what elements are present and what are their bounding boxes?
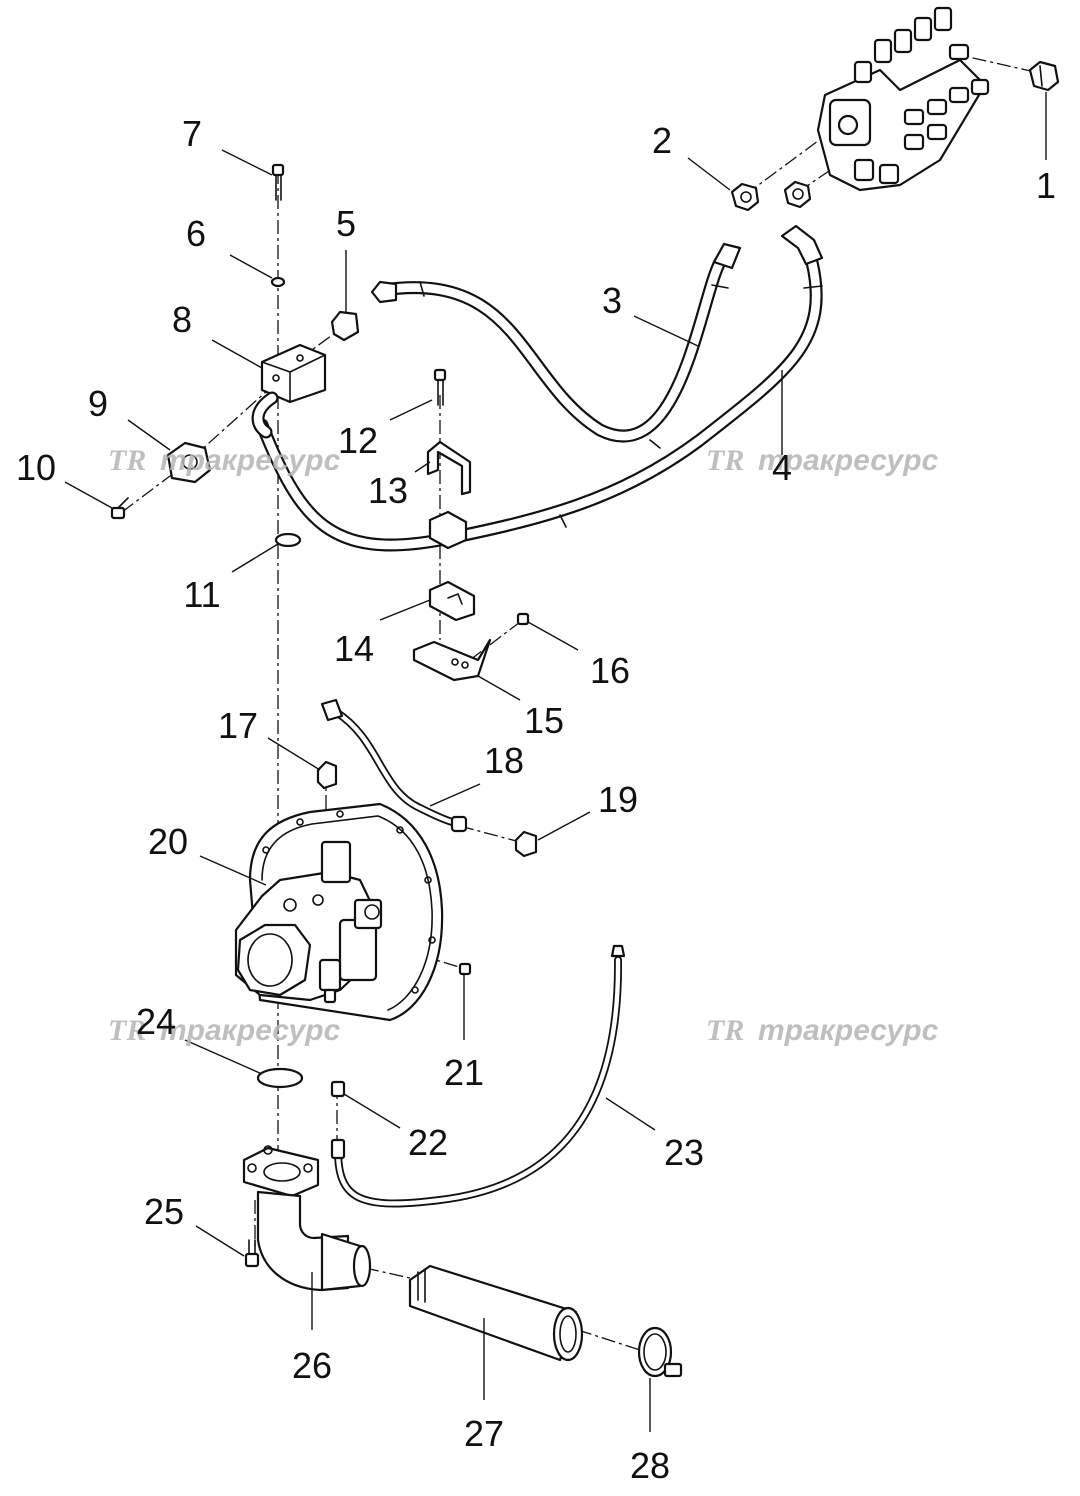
hose-18 <box>320 698 468 833</box>
fitting-2 <box>730 182 760 212</box>
callout-5: 5 <box>336 203 356 244</box>
svg-text:TR: TR <box>108 444 146 477</box>
svg-text:TR: TR <box>706 1014 744 1047</box>
screw-10 <box>110 497 129 520</box>
watermark-3: TR тракресурс <box>108 1014 341 1047</box>
callout-11: 11 <box>183 574 220 615</box>
callout-7: 7 <box>182 113 202 154</box>
fitting-22 <box>330 1080 346 1098</box>
callout-15: 15 <box>524 700 564 741</box>
watermark-2: TR тракресурс <box>706 444 939 477</box>
callout-19: 19 <box>598 779 638 820</box>
callout-25: 25 <box>144 1191 184 1232</box>
fitting-5 <box>330 310 360 342</box>
hose-3-end <box>712 242 742 270</box>
flange-9 <box>166 441 212 484</box>
hose-23 <box>330 944 626 1208</box>
svg-text:тракресурс: тракресурс <box>758 1014 939 1047</box>
bracket-13 <box>426 440 472 496</box>
watermark-4: TR тракресурс <box>706 1014 939 1047</box>
fitting-1 <box>1028 60 1060 92</box>
callout-20: 20 <box>148 821 188 862</box>
hose-4 <box>255 255 823 552</box>
screw-16 <box>516 612 530 626</box>
bolt-7 <box>271 163 285 201</box>
callout-22: 22 <box>408 1122 448 1163</box>
bracket-15 <box>412 638 492 682</box>
svg-text:TR: TR <box>108 1014 146 1047</box>
fitting-2b <box>783 180 812 209</box>
hose-3-start <box>370 280 398 304</box>
clamp-14 <box>428 580 476 622</box>
svg-text:TR: TR <box>706 444 744 477</box>
fitting-17 <box>316 760 338 790</box>
callout-3: 3 <box>602 280 622 321</box>
callout-26: 26 <box>292 1345 332 1386</box>
callout-23: 23 <box>664 1132 704 1173</box>
callout-4: 4 <box>772 447 792 488</box>
callout-9: 9 <box>88 383 108 424</box>
leader-lines <box>64 92 1047 1432</box>
callout-10: 10 <box>16 447 56 488</box>
callout-labels: 1 2 3 4 5 6 7 8 9 10 11 12 13 14 15 16 1… <box>16 113 1056 1486</box>
clamp-28 <box>637 1326 683 1378</box>
hose-27 <box>408 1264 584 1362</box>
callout-6: 6 <box>186 213 206 254</box>
control-valve <box>816 6 990 192</box>
callout-13: 13 <box>368 470 408 511</box>
svg-text:тракресурс: тракресурс <box>160 444 341 477</box>
callout-28: 28 <box>630 1445 670 1486</box>
callout-24: 24 <box>136 1001 176 1042</box>
callout-14: 14 <box>334 628 374 669</box>
callout-18: 18 <box>484 740 524 781</box>
elbow-26 <box>242 1145 372 1292</box>
bolt-12 <box>433 368 447 406</box>
callout-8: 8 <box>172 299 192 340</box>
callout-1: 1 <box>1036 165 1056 206</box>
callout-2: 2 <box>652 120 672 161</box>
oring-11 <box>274 532 302 548</box>
callout-17: 17 <box>218 705 258 746</box>
bolt-25 <box>244 1239 260 1268</box>
fitting-19 <box>514 830 538 858</box>
washer-6 <box>270 276 286 288</box>
hose-3 <box>376 255 729 449</box>
plug-21 <box>458 962 472 976</box>
pump-20 <box>234 840 383 1004</box>
oring-24 <box>256 1067 304 1089</box>
svg-text:тракресурс: тракресурс <box>758 444 939 477</box>
watermark-1: TR тракресурс <box>108 444 341 477</box>
callout-21: 21 <box>444 1052 484 1093</box>
callout-27: 27 <box>464 1413 504 1454</box>
callout-16: 16 <box>590 650 630 691</box>
clamp-upper <box>428 510 468 550</box>
callout-12: 12 <box>338 420 378 461</box>
svg-text:тракресурс: тракресурс <box>160 1014 341 1047</box>
hose-4-end <box>780 224 824 266</box>
block-8 <box>260 343 327 404</box>
